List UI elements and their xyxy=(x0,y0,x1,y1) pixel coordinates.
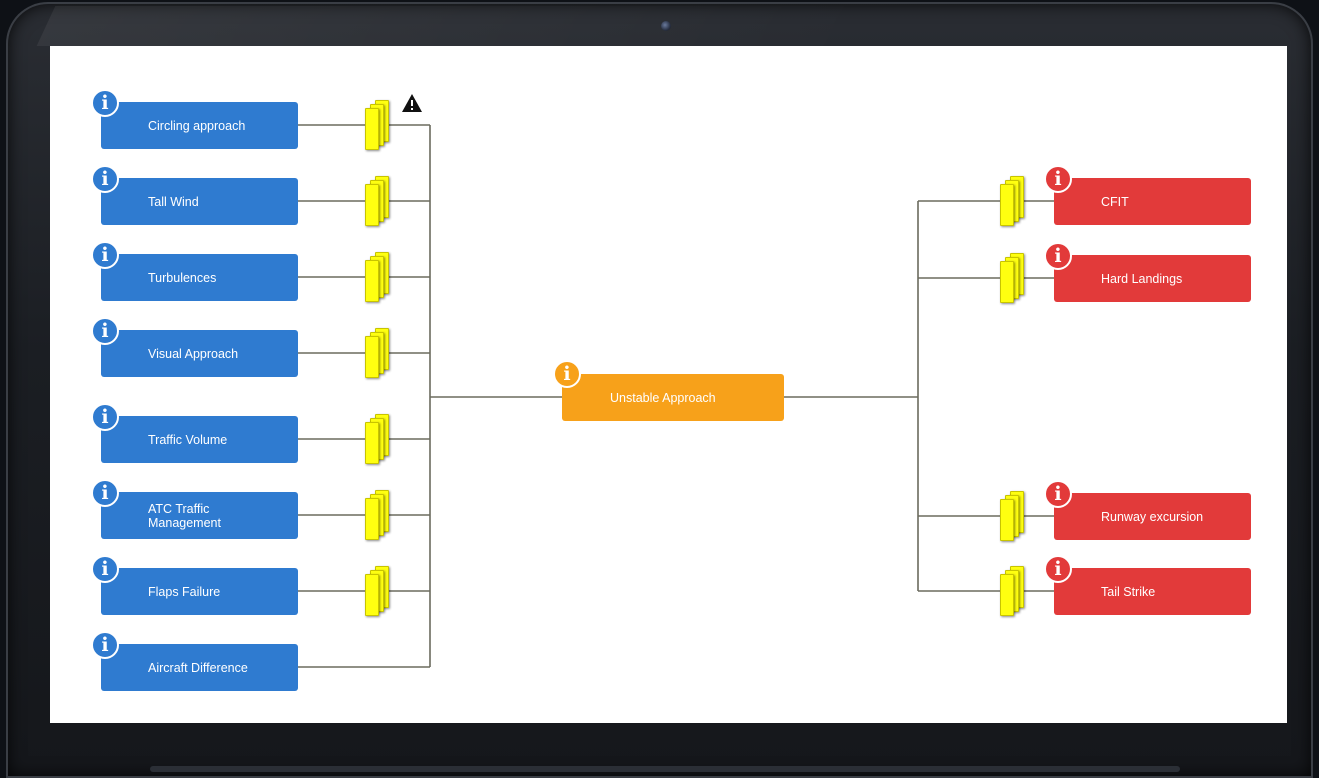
cause-node-circling-approach[interactable]: Circling approach xyxy=(101,102,298,149)
barrier-stack-icon[interactable] xyxy=(1000,566,1028,618)
barrier-stack-icon[interactable] xyxy=(365,100,393,152)
consequence-node-hard-landings[interactable]: Hard Landings xyxy=(1054,255,1251,302)
barrier-stack-icon[interactable] xyxy=(1000,253,1028,305)
barrier-stack-icon[interactable] xyxy=(365,176,393,228)
info-icon[interactable]: i xyxy=(91,317,119,345)
bezel-glare xyxy=(36,6,876,46)
laptop-hinge xyxy=(150,766,1180,772)
info-icon[interactable]: i xyxy=(1044,480,1072,508)
consequence-label: Runway excursion xyxy=(1101,509,1204,524)
consequence-node-cfit[interactable]: CFIT xyxy=(1054,178,1251,225)
consequence-label: Tail Strike xyxy=(1101,584,1156,599)
camera-icon xyxy=(661,21,671,31)
cause-node-aircraft-difference[interactable]: Aircraft Difference xyxy=(101,644,298,691)
info-icon[interactable]: i xyxy=(91,555,119,583)
info-icon[interactable]: i xyxy=(1044,165,1072,193)
info-icon[interactable]: i xyxy=(553,360,581,388)
barrier-stack-icon[interactable] xyxy=(1000,176,1028,228)
warning-triangle-icon[interactable] xyxy=(401,93,423,113)
cause-node-traffic-volume[interactable]: Traffic Volume xyxy=(101,416,298,463)
info-icon[interactable]: i xyxy=(91,403,119,431)
info-icon[interactable]: i xyxy=(1044,242,1072,270)
cause-node-visual-approach[interactable]: Visual Approach xyxy=(101,330,298,377)
central-event-label: Unstable Approach xyxy=(610,390,716,405)
consequence-label: Hard Landings xyxy=(1101,271,1183,286)
cause-label: Visual Approach xyxy=(148,346,239,361)
info-icon[interactable]: i xyxy=(91,631,119,659)
cause-node-turbulences[interactable]: Turbulences xyxy=(101,254,298,301)
cause-label: Flaps Failure xyxy=(148,584,221,599)
cause-label: ATC Traffic Management xyxy=(148,501,221,530)
central-event-node[interactable]: Unstable Approach xyxy=(562,374,784,421)
consequence-label: CFIT xyxy=(1101,194,1129,209)
info-icon[interactable]: i xyxy=(91,89,119,117)
cause-label: Tall Wind xyxy=(148,194,199,209)
consequence-node-runway-excursion[interactable]: Runway excursion xyxy=(1054,493,1251,540)
cause-label: Circling approach xyxy=(148,118,246,133)
info-icon[interactable]: i xyxy=(91,479,119,507)
barrier-stack-icon[interactable] xyxy=(365,252,393,304)
cause-node-flaps-failure[interactable]: Flaps Failure xyxy=(101,568,298,615)
barrier-stack-icon[interactable] xyxy=(365,490,393,542)
cause-node-tall-wind[interactable]: Tall Wind xyxy=(101,178,298,225)
barrier-stack-icon[interactable] xyxy=(365,414,393,466)
info-icon[interactable]: i xyxy=(91,241,119,269)
info-icon[interactable]: i xyxy=(1044,555,1072,583)
barrier-stack-icon[interactable] xyxy=(365,566,393,618)
cause-label: Aircraft Difference xyxy=(148,660,248,675)
cause-node-atc-traffic-management[interactable]: ATC Traffic Management xyxy=(101,492,298,539)
cause-label: Turbulences xyxy=(148,270,217,285)
info-icon[interactable]: i xyxy=(91,165,119,193)
cause-label: Traffic Volume xyxy=(148,432,228,447)
barrier-stack-icon[interactable] xyxy=(365,328,393,380)
barrier-stack-icon[interactable] xyxy=(1000,491,1028,543)
consequence-node-tail-strike[interactable]: Tail Strike xyxy=(1054,568,1251,615)
